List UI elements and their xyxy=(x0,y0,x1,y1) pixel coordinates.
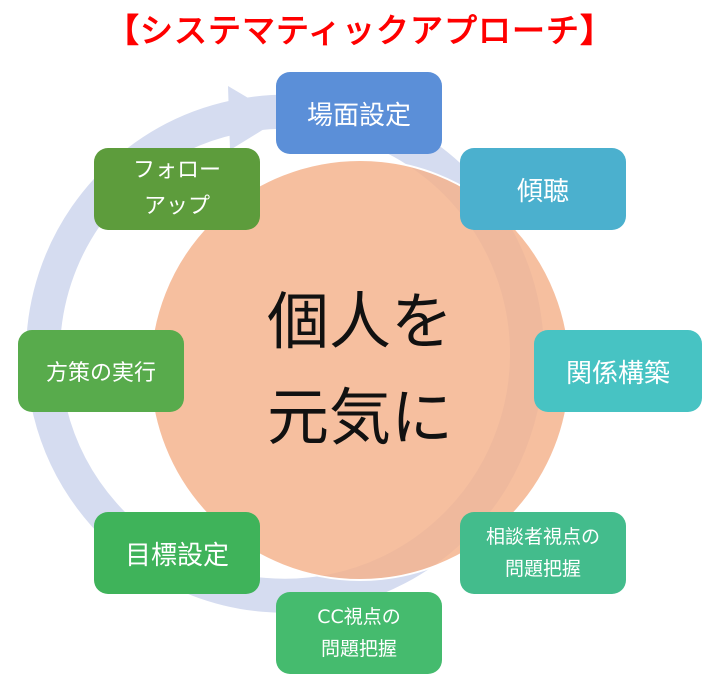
step-scene-setting: 場面設定 xyxy=(276,72,442,154)
step-follow-up: フォロー アップ xyxy=(94,148,260,230)
step-label: 関係構築 xyxy=(565,358,670,389)
step-label: CC視点の 問題把握 xyxy=(317,606,401,660)
step-cc-view-problem: CC視点の 問題把握 xyxy=(276,592,442,674)
step-label: 相談者視点の 問題把握 xyxy=(485,526,600,580)
step-action-plan: 方策の実行 xyxy=(18,330,184,412)
step-listening: 傾聴 xyxy=(460,148,626,230)
step-label: フォロー アップ xyxy=(132,158,221,219)
step-relationship-building: 関係構築 xyxy=(534,330,702,412)
step-label: 傾聴 xyxy=(516,176,569,207)
step-client-view-problem: 相談者視点の 問題把握 xyxy=(460,512,626,594)
cycle-arrow-head xyxy=(228,86,282,150)
step-label: 場面設定 xyxy=(306,100,411,131)
diagram-title: 【システマティックアプローチ】 xyxy=(105,11,615,50)
step-goal-setting: 目標設定 xyxy=(94,512,260,594)
step-label: 方策の実行 xyxy=(45,361,156,386)
step-label: 目標設定 xyxy=(124,540,229,571)
